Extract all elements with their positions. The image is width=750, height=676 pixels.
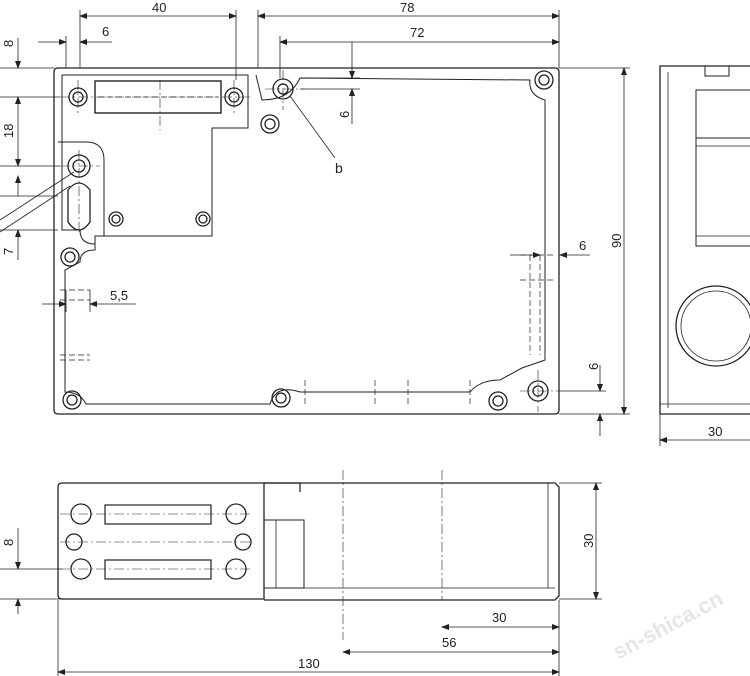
dim-90: 90 [609,234,624,248]
watermark: sn-shica.cn [609,586,728,665]
dim-8-bottom: 8 [1,539,16,546]
dim-6-mid: 6 [337,111,352,118]
dim-130: 130 [298,656,320,671]
centerlines [60,70,560,640]
dim-7: 7 [1,248,16,255]
screw-icon [65,503,252,580]
dim-72: 72 [410,25,424,40]
dim-78: 78 [400,0,414,15]
side-view-outline [659,65,750,415]
dim-30-side: 30 [708,424,722,439]
side-view [659,65,750,415]
bottom-view [57,482,560,601]
dimension-lines [0,10,750,676]
dim-40: 40 [152,0,166,15]
front-view-outline [53,67,560,415]
dim-6-top: 6 [102,24,109,39]
dim-56: 56 [442,635,456,650]
dim-8-left: 8 [1,40,16,47]
dim-30-bottom: 30 [492,610,506,625]
front-view [53,67,560,415]
dim-6-right-upper: 6 [579,238,586,253]
dim-18: 18 [1,124,16,138]
dim-30-bottom-right: 30 [581,534,596,548]
screw-icon [60,70,554,411]
dim-6-right-lower: 6 [586,363,601,370]
callout-b: b [335,160,343,176]
front-view-inner-outline [62,74,546,405]
dim-5-5: 5,5 [110,288,128,303]
cable-entry [675,285,750,367]
terminal-strip [94,80,222,114]
bottom-view-outline [57,482,265,600]
